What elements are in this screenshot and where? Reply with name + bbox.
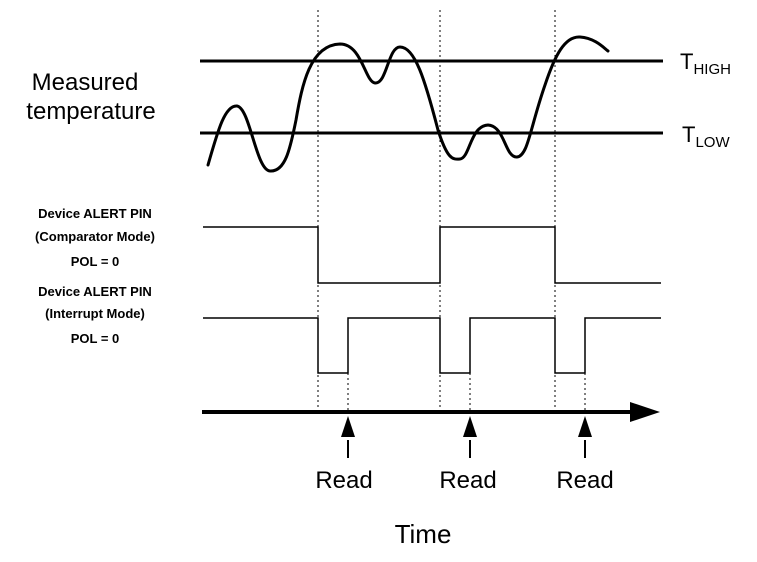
measured-temperature-label-line1: Measured [32, 69, 139, 96]
interrupt-mode-waveform [203, 317, 661, 374]
comparator-label-line3: POL = 0 [71, 254, 120, 269]
read-arrow-2-head [463, 416, 477, 437]
time-axis-arrowhead [630, 402, 660, 422]
comparator-label-line1: Device ALERT PIN [38, 206, 152, 221]
interrupt-label-line1: Device ALERT PIN [38, 284, 152, 299]
comparator-label-line2: (Comparator Mode) [35, 229, 155, 244]
t-low-label: TLOW [682, 122, 730, 151]
comparator-mode-waveform [203, 226, 661, 284]
time-axis-label: Time [395, 519, 452, 549]
measured-temperature-label-line2: temperature [26, 98, 155, 125]
read-arrow-3-head [578, 416, 592, 437]
temperature-curve [206, 35, 610, 173]
t-low-label-main: T [682, 122, 695, 147]
t-high-label: THIGH [680, 49, 731, 78]
t-low-label-sub: LOW [695, 134, 730, 151]
t-high-label-sub: HIGH [693, 61, 731, 78]
interrupt-label-line2: (Interrupt Mode) [45, 306, 145, 321]
read-label-3: Read [556, 467, 613, 494]
read-label-1: Read [315, 467, 372, 494]
t-high-label-main: T [680, 49, 693, 74]
read-arrow-1-head [341, 416, 355, 437]
read-label-2: Read [439, 467, 496, 494]
interrupt-label-line3: POL = 0 [71, 331, 120, 346]
